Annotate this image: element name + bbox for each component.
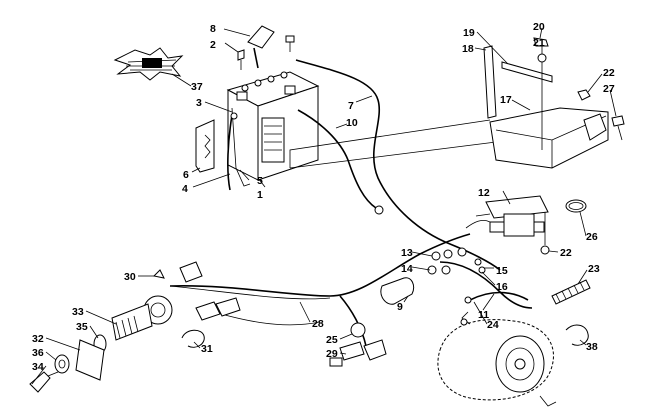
callout-8: 8 xyxy=(210,23,216,35)
callout-24: 24 xyxy=(487,319,499,331)
starter-solenoid xyxy=(465,195,550,255)
callout-25: 25 xyxy=(326,334,338,346)
callout-30: 30 xyxy=(124,271,136,283)
starter-motor xyxy=(437,311,557,407)
clamp-ring xyxy=(565,199,587,213)
callout-34: 34 xyxy=(32,361,44,373)
callout-6: 6 xyxy=(183,169,189,181)
callout-5: 5 xyxy=(257,175,263,187)
callout-37: 37 xyxy=(191,81,203,93)
callout-7: 7 xyxy=(348,100,354,112)
callout-2: 2 xyxy=(210,39,216,51)
callout-29: 29 xyxy=(326,348,338,360)
callout-3: 3 xyxy=(196,97,202,109)
decal-icon xyxy=(113,47,184,81)
callout-12: 12 xyxy=(478,187,490,199)
retaining-clip xyxy=(565,324,589,346)
callout-11: 11 xyxy=(478,309,489,321)
battery-cables xyxy=(295,59,533,309)
callout-labels: 1 2 3 4 5 6 7 8 9 10 11 12 13 14 15 16 1… xyxy=(32,21,615,373)
callout-31: 31 xyxy=(201,343,213,355)
callout-35: 35 xyxy=(76,321,88,333)
callout-23: 23 xyxy=(588,263,600,275)
callout-26: 26 xyxy=(586,231,598,243)
battery xyxy=(195,25,497,191)
battery-box-bracket xyxy=(483,37,625,169)
leader-lines xyxy=(31,27,617,385)
callout-33: 33 xyxy=(72,306,84,318)
callout-19: 19 xyxy=(463,27,475,39)
callout-27: 27 xyxy=(603,83,615,95)
ignition-switch xyxy=(29,295,173,393)
callout-9: 9 xyxy=(397,301,403,313)
callout-13: 13 xyxy=(401,247,413,259)
callout-38: 38 xyxy=(586,341,598,353)
callout-20: 20 xyxy=(533,21,545,33)
callout-15: 15 xyxy=(496,265,508,277)
callout-16: 16 xyxy=(496,281,508,293)
wiring-harness xyxy=(152,233,471,367)
callout-32: 32 xyxy=(32,333,44,345)
callout-22-top: 22 xyxy=(603,67,615,79)
snap-ring xyxy=(181,329,205,348)
callout-28: 28 xyxy=(312,318,324,330)
terminal-hardware xyxy=(427,247,486,275)
callout-4: 4 xyxy=(182,183,188,195)
terminal-boot xyxy=(380,277,415,305)
callout-36: 36 xyxy=(32,347,44,359)
boot-spring xyxy=(551,279,591,305)
callout-10: 10 xyxy=(346,117,358,129)
callout-1: 1 xyxy=(257,189,263,201)
callout-22-bottom: 22 xyxy=(560,247,572,259)
callout-14: 14 xyxy=(401,263,413,275)
callout-18: 18 xyxy=(462,43,474,55)
callout-17: 17 xyxy=(500,94,512,106)
callout-21: 21 xyxy=(533,37,545,49)
